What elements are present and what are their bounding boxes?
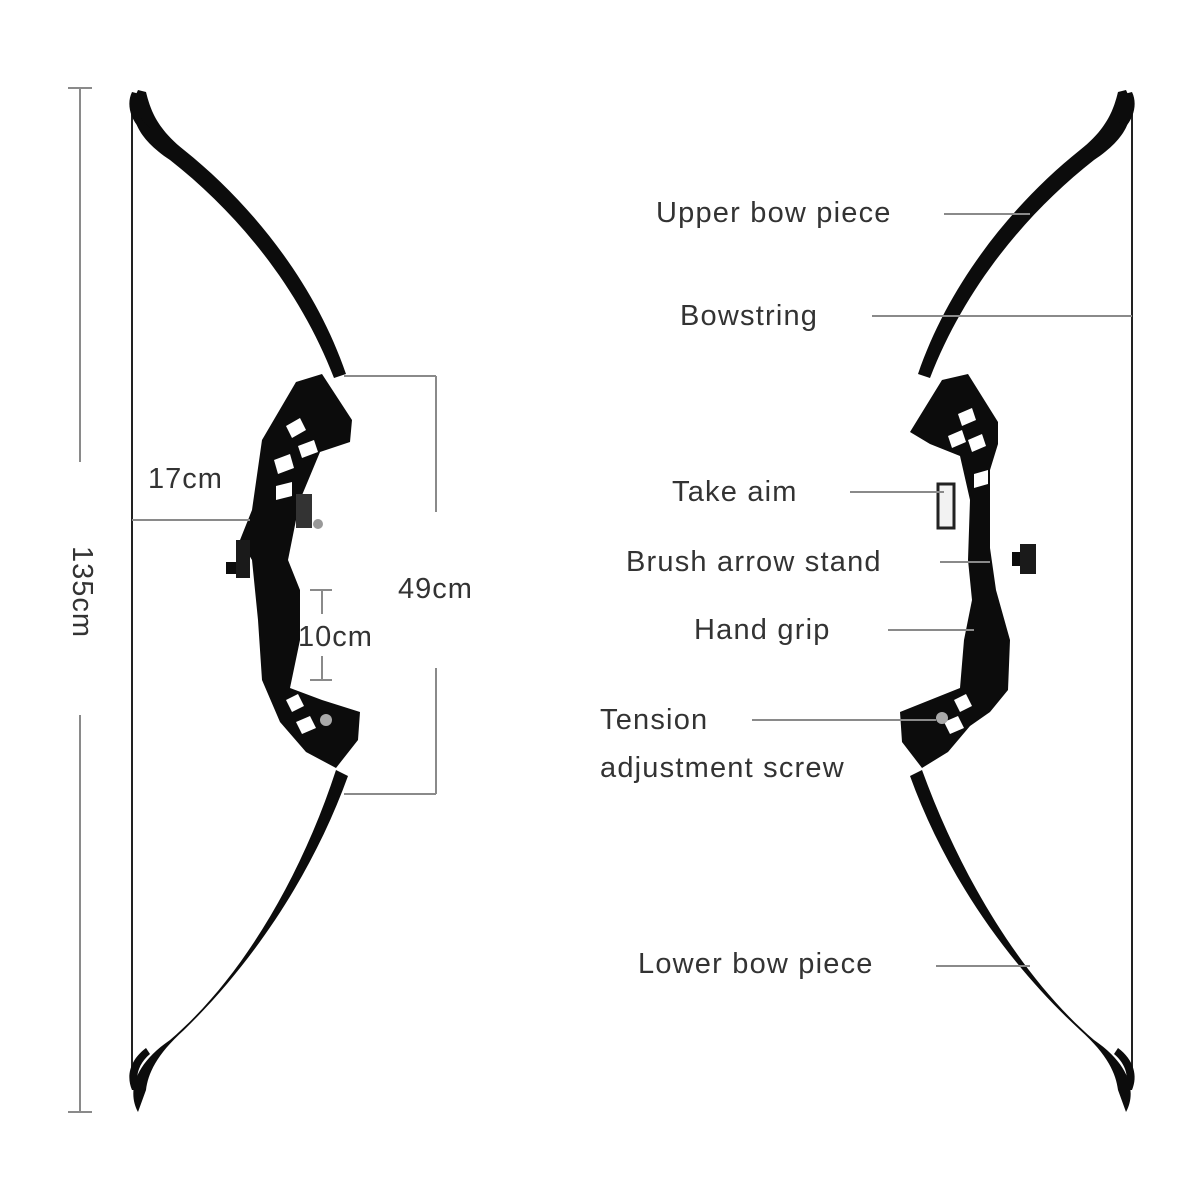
- bowstring-label: Bowstring: [680, 300, 819, 332]
- left-lower-limb: [133, 770, 348, 1112]
- left-riser: [226, 374, 360, 768]
- upper-bow-piece-label: Upper bow piece: [656, 197, 892, 229]
- riser-depth-label: 17cm: [148, 463, 223, 495]
- riser-dimension: [344, 375, 437, 795]
- tension-label-line1: Tension: [600, 704, 709, 736]
- hand-grip-label: Hand grip: [694, 614, 831, 646]
- riser-length-label: 49cm: [398, 573, 473, 605]
- left-upper-limb: [133, 90, 346, 378]
- left-bow: [68, 87, 437, 1113]
- grip-dimension: [310, 589, 332, 681]
- brush-arrow-stand-label: Brush arrow stand: [626, 546, 882, 578]
- total-length-label: 135cm: [66, 545, 98, 639]
- grip-length-label: 10cm: [298, 621, 373, 653]
- tension-label-line2: adjustment screw: [600, 752, 845, 784]
- right-lower-limb: [910, 770, 1131, 1112]
- right-upper-limb: [918, 90, 1131, 378]
- take-aim-label: Take aim: [672, 476, 798, 508]
- leader-lines: [752, 213, 1132, 967]
- total-length-dimension: [68, 87, 92, 1113]
- right-bow: [752, 90, 1135, 1112]
- right-riser: [900, 374, 1036, 768]
- lower-bow-piece-label: Lower bow piece: [638, 948, 874, 980]
